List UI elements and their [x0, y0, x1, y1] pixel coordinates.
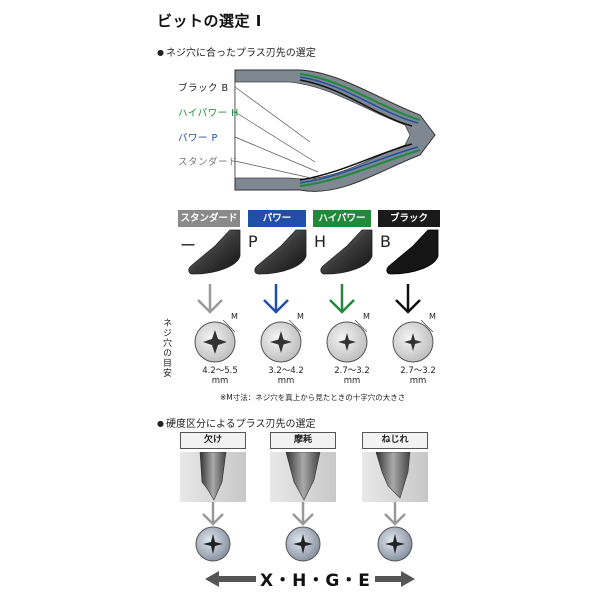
page-title: ビットの選定 I [157, 12, 262, 30]
arrow-chip-icon [202, 502, 224, 526]
section-heading-fit: ネジ穴に合ったプラス刃先の選定 [157, 44, 316, 59]
type-header-power: パワー [248, 210, 306, 227]
screw-head-power-icon [260, 319, 302, 363]
damage-photos [180, 452, 428, 502]
type-header-highpower: ハイパワー [313, 210, 371, 227]
damage-header-twist: ねじれ [362, 432, 428, 449]
arrow-wear-icon [292, 502, 314, 526]
profile-label-power: パワー P [178, 133, 218, 144]
hardness-scale-label: X・H・G・E [256, 566, 375, 591]
screw-hole-guide-label: ネジ穴の目安 [161, 318, 171, 378]
arrow-row [197, 284, 421, 314]
twisted-tip-photo-icon [362, 452, 428, 502]
screw-head-row [194, 319, 434, 363]
type-header-standard: スタンダード [178, 210, 240, 227]
type-letter-black: B [380, 232, 391, 251]
damaged-screw-twist-icon [377, 526, 413, 562]
bit-power-icon [254, 229, 307, 275]
damage-header-chip: 欠け [180, 432, 246, 449]
bit-black-icon [386, 229, 439, 275]
damaged-screw-chip-icon [195, 526, 231, 562]
profile-label-black: ブラック B [178, 83, 229, 94]
arrow-power-icon [263, 284, 289, 314]
type-letter-standard: ー [180, 236, 197, 255]
type-header-black: ブラック [378, 210, 440, 227]
damaged-screw-row [195, 526, 413, 562]
damaged-screw-wear-icon [285, 526, 321, 562]
screw-head-highpower-icon [326, 319, 368, 363]
arrow-twist-icon [384, 502, 406, 526]
m-dimension-note: ※M寸法：ネジ穴を真上から見たときの十字穴の大きさ [220, 393, 406, 402]
type-letter-highpower: H [314, 232, 327, 251]
arrow-standard-icon [197, 284, 223, 314]
screw-head-black-icon [392, 319, 434, 363]
bit-standard-icon [188, 229, 241, 275]
arrow-black-icon [395, 284, 421, 314]
worn-tip-photo-icon [270, 452, 336, 502]
m-dimension-label-3: M [363, 312, 370, 321]
bit-images [188, 229, 439, 275]
chipped-tip-photo-icon [180, 452, 246, 502]
tip-profile-diagram [234, 69, 436, 192]
profile-label-highpower: ハイパワー H [178, 108, 239, 119]
type-letter-power: P [248, 232, 258, 251]
bit-highpower-icon [320, 229, 373, 275]
m-dimension-label-4: M [429, 312, 436, 321]
m-dimension-label-1: M [231, 312, 238, 321]
profile-label-standard: スタンダード [178, 157, 239, 168]
arrow-highpower-icon [329, 284, 355, 314]
damage-header-wear: 摩耗 [270, 432, 336, 449]
m-dimension-label-2: M [297, 312, 304, 321]
screw-head-standard-icon [194, 319, 236, 363]
arrow-row-2 [202, 502, 406, 526]
section-heading-hardness: 硬度区分によるプラス刃先の選定 [157, 415, 316, 430]
